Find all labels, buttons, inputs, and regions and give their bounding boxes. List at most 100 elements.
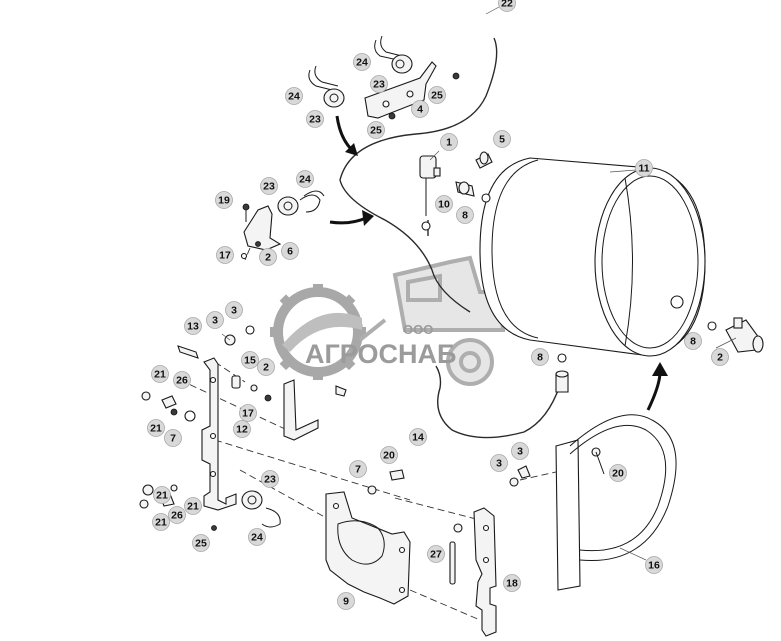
- callout-10: 10: [435, 195, 453, 213]
- bracket-12: [201, 357, 237, 511]
- callout-label: 25: [431, 90, 443, 102]
- callout-badge: [349, 460, 367, 478]
- callout-badge: [711, 348, 729, 366]
- direction-arrows: [329, 115, 668, 411]
- callout-1: 1: [440, 133, 458, 151]
- callout-badge: [259, 248, 277, 266]
- fitting-5: [475, 151, 493, 169]
- callout-22: 22: [498, 0, 516, 12]
- callout-label: 24: [251, 532, 263, 544]
- callout-badge: [490, 454, 508, 472]
- callout-25: 25: [428, 86, 446, 104]
- callout-label: 26: [176, 375, 188, 387]
- callout-badge: [531, 348, 549, 366]
- air-tank: [479, 157, 706, 357]
- callout-badge: [645, 556, 663, 574]
- callout-11: 11: [635, 159, 653, 177]
- assembly-lines: [179, 247, 566, 621]
- callout-badge: [153, 486, 171, 504]
- callout-badge: [184, 497, 202, 515]
- drain-fitting-lower: [555, 353, 569, 393]
- callout-label: 7: [170, 433, 176, 445]
- callout-badge: [281, 242, 299, 260]
- callout-25: 25: [192, 534, 210, 552]
- callout-label: 4: [417, 104, 423, 116]
- callout-badge: [440, 133, 458, 151]
- callout-label: 23: [373, 79, 385, 91]
- callout-label: 21: [156, 490, 168, 502]
- callout-badge: [192, 534, 210, 552]
- callout-12: 12: [233, 420, 251, 438]
- callout-21: 21: [151, 365, 169, 383]
- callout-badge: [609, 464, 627, 482]
- callout-15: 15: [241, 351, 259, 369]
- callout-2: 2: [711, 348, 729, 366]
- callout-23: 23: [261, 470, 279, 488]
- callout-24: 24: [248, 528, 266, 546]
- callout-label: 8: [537, 352, 543, 364]
- callout-21: 21: [152, 513, 170, 531]
- left-mount-bracket-6: [240, 190, 325, 260]
- callout-label: 24: [356, 57, 368, 69]
- callout-label: 8: [462, 210, 468, 222]
- upper-mount-bracket-4: [364, 35, 460, 120]
- callout-badge: [428, 86, 446, 104]
- callout-3: 3: [225, 301, 243, 319]
- callout-badge: [206, 311, 224, 329]
- callout-label: 25: [195, 538, 207, 550]
- callout-17: 17: [216, 246, 234, 264]
- callout-label: 3: [517, 446, 523, 458]
- callout-badge: [635, 159, 653, 177]
- callout-label: 24: [288, 91, 300, 103]
- callout-label: 7: [355, 464, 361, 476]
- callout-label: 22: [501, 0, 513, 10]
- callout-badge: [239, 404, 257, 422]
- callout-label: 17: [242, 408, 254, 420]
- gear-icon: [270, 284, 366, 380]
- callout-9: 9: [337, 592, 355, 610]
- callout-badge: [285, 87, 303, 105]
- callout-badge: [493, 130, 511, 148]
- callout-badge: [164, 429, 182, 447]
- callout-8: 8: [456, 206, 474, 224]
- callout-21: 21: [147, 419, 165, 437]
- callout-13: 13: [184, 317, 202, 335]
- upper-mount-cushion-left: [308, 65, 345, 108]
- callout-label: 1: [446, 137, 452, 149]
- callout-badge: [152, 513, 170, 531]
- callout-label: 23: [263, 181, 275, 193]
- callout-badge: [456, 206, 474, 224]
- callout-label: 21: [155, 517, 167, 529]
- callout-24: 24: [296, 170, 314, 188]
- callout-badge: [367, 121, 385, 139]
- callout-badge: [260, 177, 278, 195]
- callout-label: 18: [506, 578, 518, 590]
- callout-2: 2: [259, 248, 277, 266]
- callout-label: 5: [499, 134, 505, 146]
- callout-24: 24: [353, 53, 371, 71]
- callout-badge: [353, 53, 371, 71]
- callout-7: 7: [349, 460, 367, 478]
- callout-label: 10: [438, 199, 450, 211]
- callout-badge: [168, 506, 186, 524]
- callout-label: 3: [212, 315, 218, 327]
- callout-badge: [216, 246, 234, 264]
- callout-7: 7: [164, 429, 182, 447]
- callout-27: 27: [427, 545, 445, 563]
- watermark-company-name: АГРОСНАБ: [305, 339, 456, 369]
- callout-label: 21: [187, 501, 199, 513]
- callout-label: 26: [171, 510, 183, 522]
- callout-20: 20: [609, 464, 627, 482]
- callout-label: 20: [612, 468, 624, 480]
- pressure-sensor-1: [419, 155, 441, 231]
- callout-label: 11: [638, 163, 649, 175]
- callout-24: 24: [285, 87, 303, 105]
- callout-label: 2: [265, 252, 271, 264]
- callout-label: 16: [648, 560, 660, 572]
- callout-14: 14: [409, 428, 427, 446]
- fitting-10: [455, 181, 491, 203]
- callout-23: 23: [370, 75, 388, 93]
- callout-3: 3: [490, 454, 508, 472]
